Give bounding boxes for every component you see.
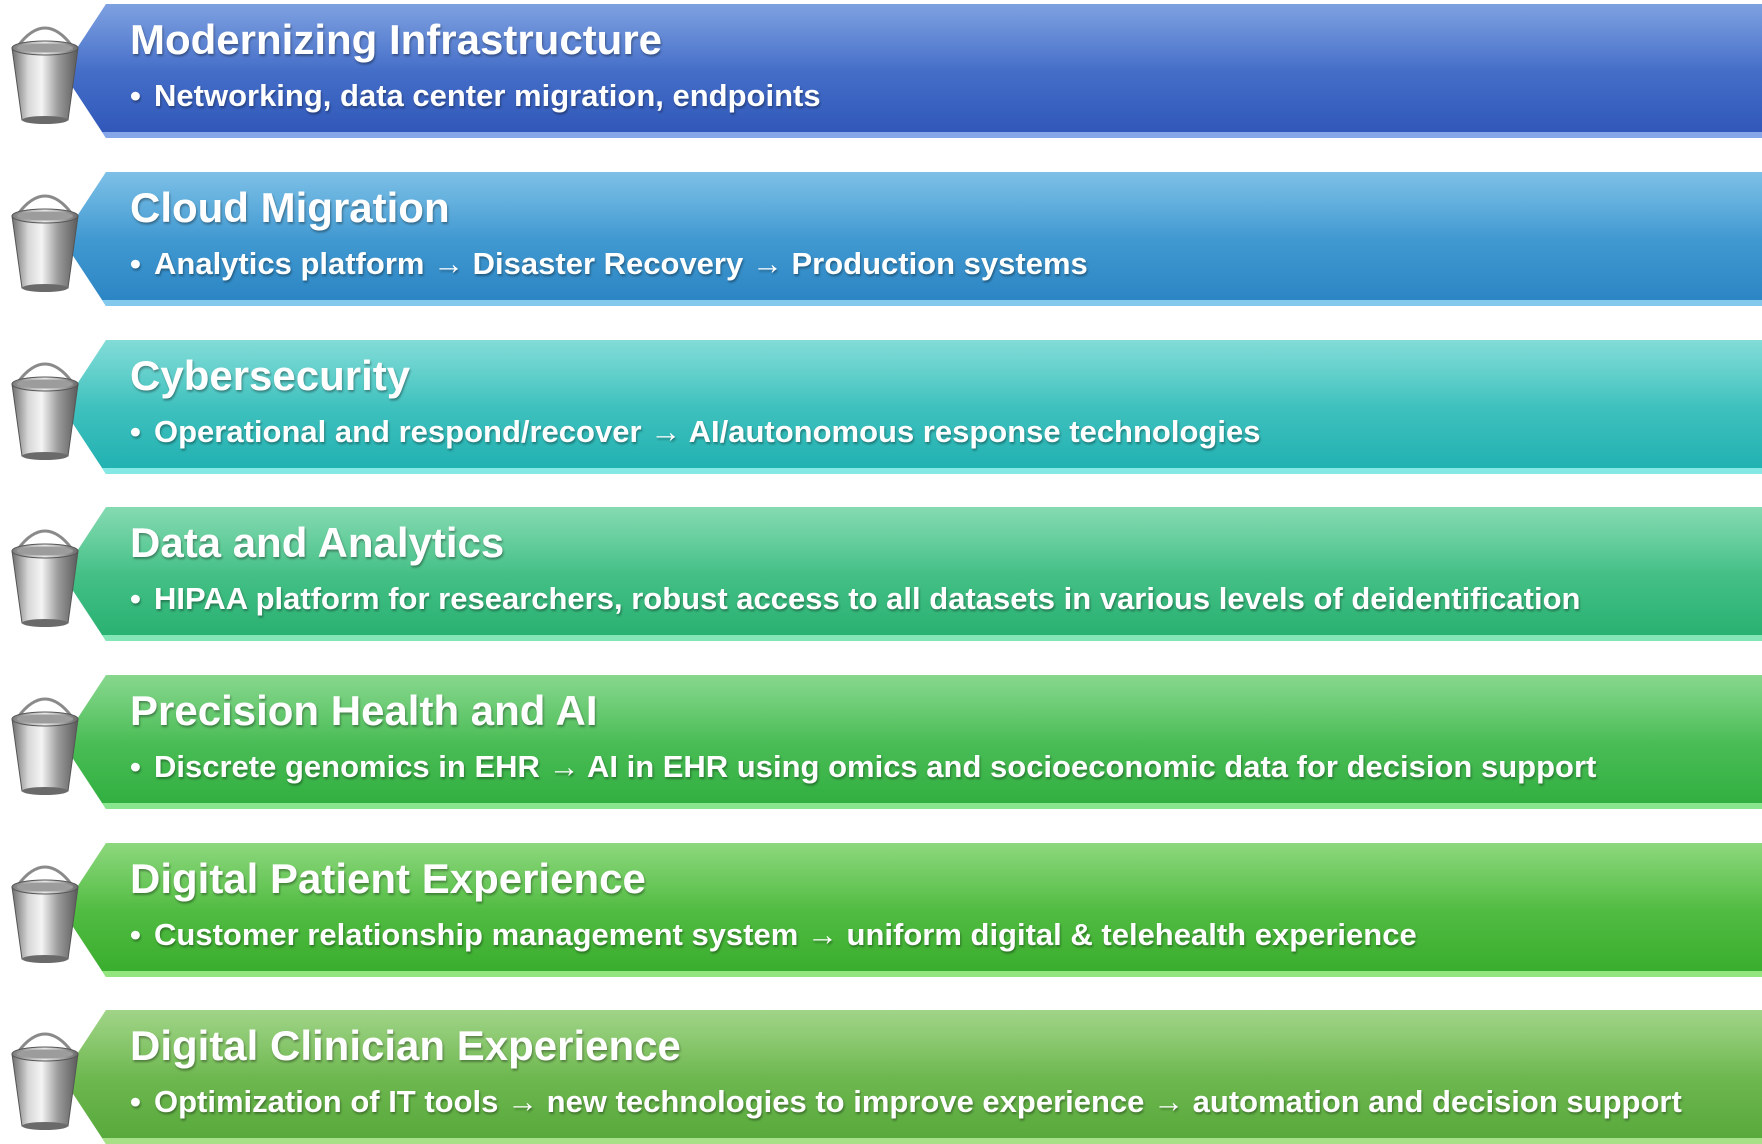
bullet-glyph: • xyxy=(130,246,141,281)
priority-banner xyxy=(62,507,1762,641)
priority-row-infrastructure: Modernizing Infrastructure • Networking, … xyxy=(0,4,1762,138)
priority-detail: • HIPAA platform for researchers, robust … xyxy=(130,581,1580,617)
bullet-glyph: • xyxy=(130,581,141,616)
priority-banner xyxy=(62,340,1762,474)
bullet-glyph: • xyxy=(130,1084,141,1119)
priority-banner xyxy=(62,1010,1762,1144)
priority-detail-text: Networking, data center migration, endpo… xyxy=(154,78,821,113)
bullet-glyph: • xyxy=(130,78,141,113)
bullet-glyph: • xyxy=(130,414,141,449)
priority-detail-text: HIPAA platform for researchers, robust a… xyxy=(154,581,1581,616)
metal-bucket-icon xyxy=(11,26,79,124)
bullet-glyph: • xyxy=(130,917,141,952)
priority-title: Modernizing Infrastructure xyxy=(130,16,663,63)
priority-banner xyxy=(62,172,1762,306)
priority-row-precision-health: Precision Health and AI • Discrete genomi… xyxy=(0,675,1762,809)
bullet-glyph: • xyxy=(130,749,141,784)
priority-banner xyxy=(62,4,1762,138)
metal-bucket-icon xyxy=(11,529,79,627)
priority-title: Precision Health and AI xyxy=(130,687,598,734)
metal-bucket-icon xyxy=(11,194,79,292)
metal-bucket-icon xyxy=(11,362,79,460)
priority-row-cybersecurity: Cybersecurity • Operational and respond/r… xyxy=(0,340,1762,474)
priority-title: Data and Analytics xyxy=(130,519,505,566)
metal-bucket-icon xyxy=(11,865,79,963)
priority-detail: • Customer relationship management system… xyxy=(130,917,1417,953)
priority-banner xyxy=(62,675,1762,809)
priority-detail: • Networking, data center migration, endp… xyxy=(130,78,821,114)
priority-row-patient-experience: Digital Patient Experience • Customer rel… xyxy=(0,843,1762,977)
priority-row-cloud: Cloud Migration • Analytics platform → Di… xyxy=(0,172,1762,306)
priority-title: Cloud Migration xyxy=(130,184,450,231)
priority-detail-text: Operational and respond/recover → AI/aut… xyxy=(154,414,1261,449)
metal-bucket-icon xyxy=(11,1032,79,1130)
priority-detail-text: Discrete genomics in EHR → AI in EHR usi… xyxy=(154,749,1597,784)
priority-row-data-analytics: Data and Analytics • HIPAA platform for r… xyxy=(0,507,1762,641)
metal-bucket-icon xyxy=(11,697,79,795)
priority-detail: • Analytics platform → Disaster Recovery … xyxy=(130,246,1088,282)
priority-detail-text: Optimization of IT tools → new technolog… xyxy=(154,1084,1682,1119)
priority-row-clinician-experience: Digital Clinician Experience • Optimizati… xyxy=(0,1010,1762,1144)
priority-detail: • Operational and respond/recover → AI/au… xyxy=(130,414,1260,450)
priority-title: Digital Clinician Experience xyxy=(130,1022,681,1069)
priority-detail-text: Analytics platform → Disaster Recovery →… xyxy=(154,246,1088,281)
priority-banner xyxy=(62,843,1762,977)
priority-detail: • Optimization of IT tools → new technolo… xyxy=(130,1084,1682,1120)
priority-title: Cybersecurity xyxy=(130,352,411,399)
priority-title: Digital Patient Experience xyxy=(130,855,646,902)
priority-detail-text: Customer relationship management system … xyxy=(154,917,1417,952)
priority-detail: • Discrete genomics in EHR → AI in EHR us… xyxy=(130,749,1596,785)
